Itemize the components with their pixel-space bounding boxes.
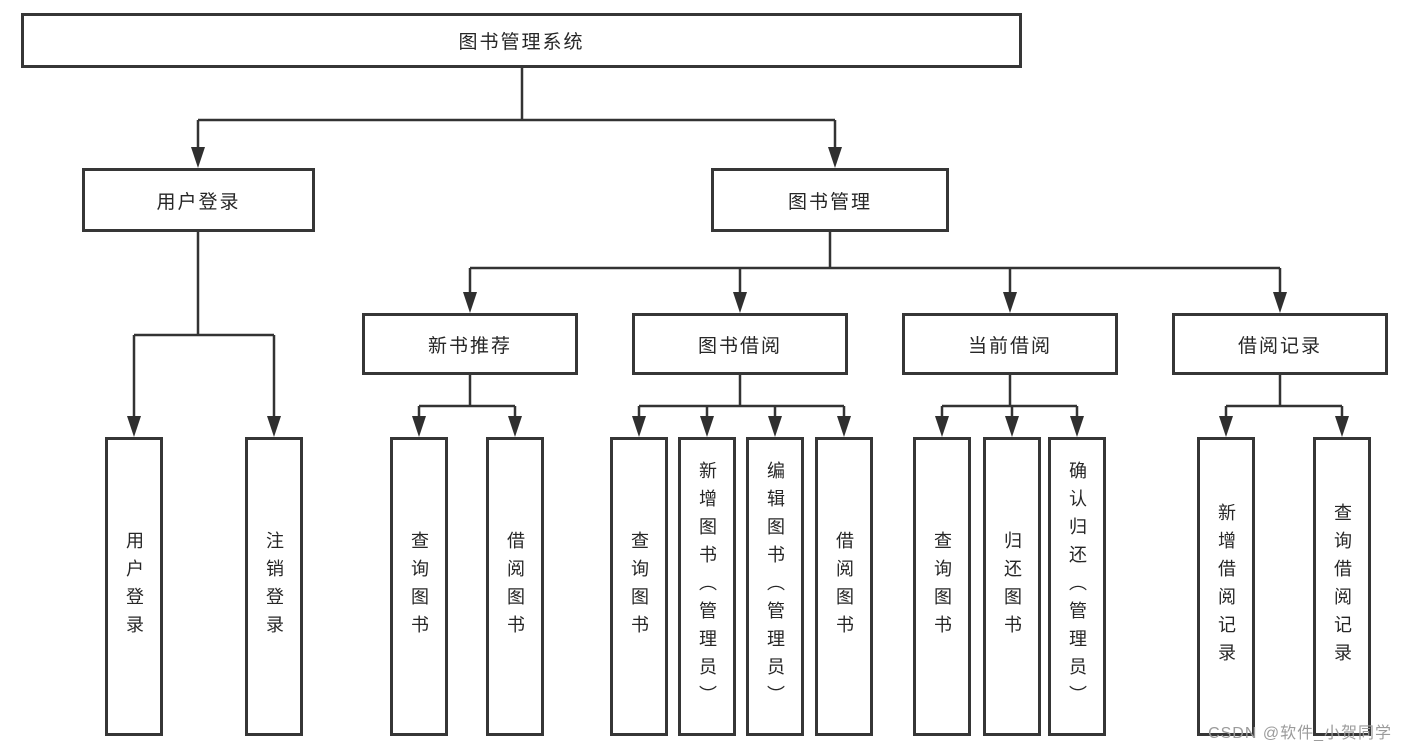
node-borrow-records: 借阅记录 <box>1172 313 1388 375</box>
node-book-management: 图书管理 <box>711 168 949 232</box>
node-root-system: 图书管理系统 <box>21 13 1022 68</box>
leaf-query-books-recommend: 查询图书 <box>390 437 448 736</box>
node-label: 查询借阅记录 <box>1332 502 1352 671</box>
leaf-query-books-current: 查询图书 <box>913 437 971 736</box>
node-label: 编辑图书（管理员） <box>765 460 785 713</box>
node-label: 新增借阅记录 <box>1216 502 1236 671</box>
leaf-return-books: 归还图书 <box>983 437 1041 736</box>
leaf-confirm-return-admin: 确认归还（管理员） <box>1048 437 1106 736</box>
tree-edges <box>132 68 1344 419</box>
node-new-book-recommend: 新书推荐 <box>362 313 578 375</box>
node-label: 注销登录 <box>264 530 284 643</box>
node-label: 确认归还（管理员） <box>1067 460 1087 713</box>
leaf-logout: 注销登录 <box>245 437 303 736</box>
node-label: 查询图书 <box>932 530 952 643</box>
arrowhead-icons <box>127 147 1349 437</box>
leaf-borrow-books-borrowing: 借阅图书 <box>815 437 873 736</box>
node-label: 新书推荐 <box>427 335 512 357</box>
watermark: CSDN @软件_小贺同学 <box>1208 725 1392 742</box>
node-current-borrowing: 当前借阅 <box>902 313 1118 375</box>
leaf-query-books-borrowing: 查询图书 <box>610 437 668 736</box>
leaf-edit-books-admin: 编辑图书（管理员） <box>746 437 804 736</box>
node-label: 借阅图书 <box>505 530 525 643</box>
leaf-add-borrow-record: 新增借阅记录 <box>1197 437 1255 736</box>
node-label: 图书借阅 <box>697 335 782 357</box>
node-label: 借阅记录 <box>1237 335 1322 357</box>
node-label: 归还图书 <box>1002 530 1022 643</box>
leaf-add-books-admin: 新增图书（管理员） <box>678 437 736 736</box>
node-book-borrowing: 图书借阅 <box>632 313 848 375</box>
node-label: 用户登录 <box>124 530 144 643</box>
leaf-borrow-books-recommend: 借阅图书 <box>486 437 544 736</box>
node-label: 查询图书 <box>409 530 429 643</box>
node-user-login: 用户登录 <box>82 168 315 232</box>
node-label: 借阅图书 <box>834 530 854 643</box>
node-label: 当前借阅 <box>967 335 1052 357</box>
node-label: 用户登录 <box>156 191 241 213</box>
leaf-query-borrow-record: 查询借阅记录 <box>1313 437 1371 736</box>
node-label: 图书管理 <box>787 191 872 213</box>
node-label: 查询图书 <box>629 530 649 643</box>
leaf-user-login: 用户登录 <box>105 437 163 736</box>
node-label: 新增图书（管理员） <box>697 460 717 713</box>
node-label: 图书管理系统 <box>458 32 585 53</box>
